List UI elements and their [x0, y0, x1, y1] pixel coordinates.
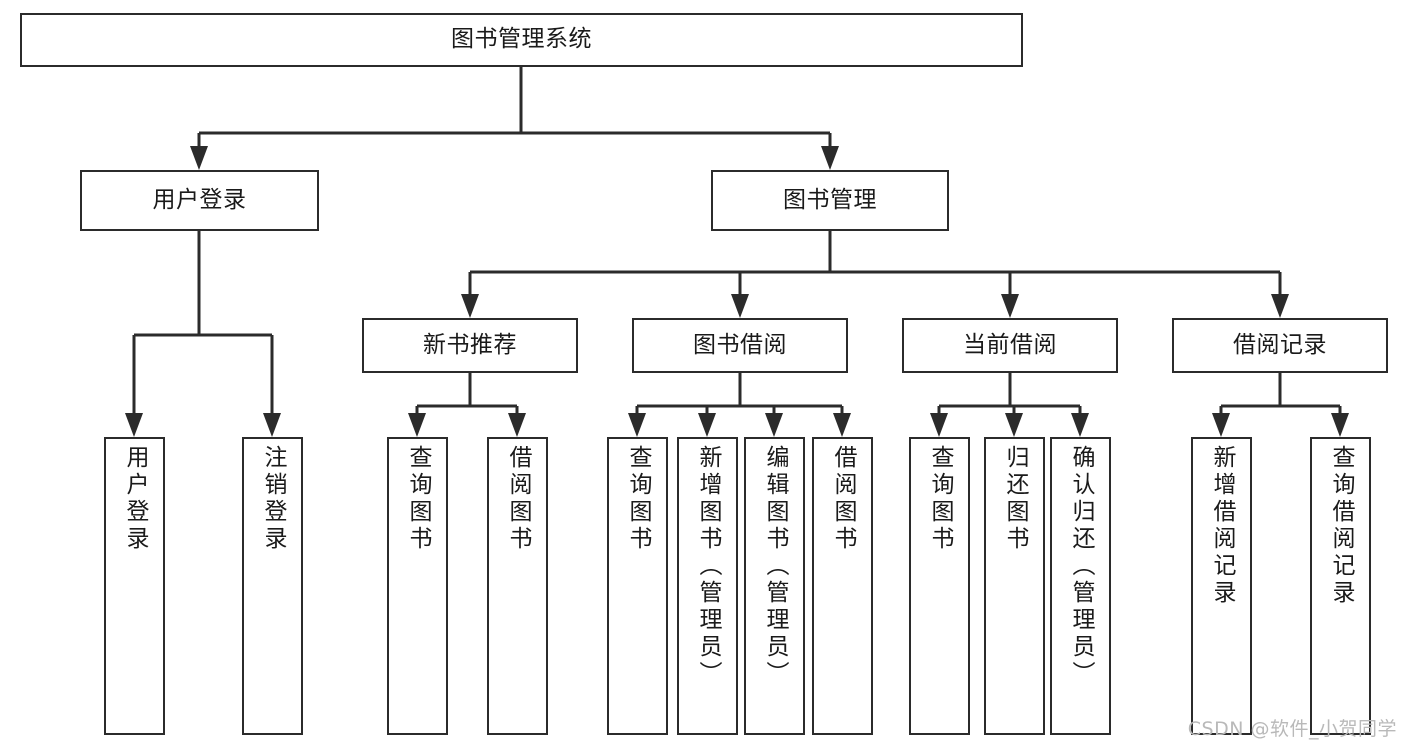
node-label: 查询图书 — [927, 445, 953, 553]
node-leaf-rec-search[interactable]: 查询借阅记录 — [1310, 437, 1371, 735]
node-book-borrow[interactable]: 图书借阅 — [632, 318, 848, 373]
node-label: 图书管理系统 — [451, 26, 592, 53]
arrow-head-icon — [1212, 413, 1230, 437]
node-leaf-borrow-add[interactable]: 新增图书（管理员） — [677, 437, 738, 735]
arrow-head-icon — [1005, 413, 1023, 437]
arrow-head-icon — [821, 146, 839, 170]
arrow-head-icon — [698, 413, 716, 437]
node-label: 图书借阅 — [693, 331, 787, 358]
node-label: 借阅图书 — [830, 445, 856, 553]
arrow-head-icon — [1001, 294, 1019, 318]
node-borrow-record[interactable]: 借阅记录 — [1172, 318, 1388, 373]
node-root-title[interactable]: 图书管理系统 — [20, 13, 1023, 67]
node-user-login[interactable]: 用户登录 — [80, 170, 319, 231]
arrow-head-icon — [1071, 413, 1089, 437]
node-new-book-rec[interactable]: 新书推荐 — [362, 318, 578, 373]
node-label: 注销登录 — [260, 445, 286, 553]
node-leaf-borrow-edit[interactable]: 编辑图书（管理员） — [744, 437, 805, 735]
arrow-head-icon — [461, 294, 479, 318]
node-label: 新增图书（管理员） — [695, 445, 721, 688]
arrow-head-icon — [125, 413, 143, 437]
node-leaf-user-login[interactable]: 用户登录 — [104, 437, 165, 735]
node-label: 新书推荐 — [423, 331, 517, 358]
arrow-head-icon — [508, 413, 526, 437]
arrow-head-icon — [1331, 413, 1349, 437]
node-leaf-rec-add[interactable]: 新增借阅记录 — [1191, 437, 1252, 735]
node-label: 用户登录 — [152, 186, 247, 213]
arrow-head-icon — [765, 413, 783, 437]
node-leaf-rec-borrow[interactable]: 借阅图书 — [487, 437, 548, 735]
node-leaf-cur-return[interactable]: 归还图书 — [984, 437, 1045, 735]
node-leaf-borrow-query[interactable]: 查询图书 — [607, 437, 668, 735]
node-label: 确认归还（管理员） — [1068, 445, 1094, 688]
arrow-head-icon — [190, 146, 208, 170]
arrow-head-icon — [731, 294, 749, 318]
node-leaf-user-logout[interactable]: 注销登录 — [242, 437, 303, 735]
node-leaf-rec-query[interactable]: 查询图书 — [387, 437, 448, 735]
arrow-head-icon — [263, 413, 281, 437]
connector-lines — [132, 67, 1342, 413]
node-label: 编辑图书（管理员） — [762, 445, 788, 688]
node-label: 用户登录 — [122, 445, 148, 553]
node-label: 图书管理 — [783, 186, 877, 213]
node-leaf-cur-query[interactable]: 查询图书 — [909, 437, 970, 735]
arrow-head-icon — [833, 413, 851, 437]
node-label: 新增借阅记录 — [1209, 445, 1235, 607]
node-label: 查询借阅记录 — [1328, 445, 1354, 607]
node-label: 归还图书 — [1002, 445, 1028, 553]
arrow-head-icon — [628, 413, 646, 437]
node-leaf-borrow-do[interactable]: 借阅图书 — [812, 437, 873, 735]
node-label: 查询图书 — [625, 445, 651, 553]
arrow-head-icon — [1271, 294, 1289, 318]
node-current-borrow[interactable]: 当前借阅 — [902, 318, 1118, 373]
node-label: 借阅记录 — [1233, 331, 1327, 358]
node-label: 查询图书 — [405, 445, 431, 553]
arrow-head-icon — [930, 413, 948, 437]
node-label: 当前借阅 — [963, 331, 1057, 358]
node-leaf-cur-confirm[interactable]: 确认归还（管理员） — [1050, 437, 1111, 735]
node-label: 借阅图书 — [505, 445, 531, 553]
arrow-heads — [125, 146, 1349, 437]
node-book-manage[interactable]: 图书管理 — [711, 170, 949, 231]
arrow-head-icon — [408, 413, 426, 437]
